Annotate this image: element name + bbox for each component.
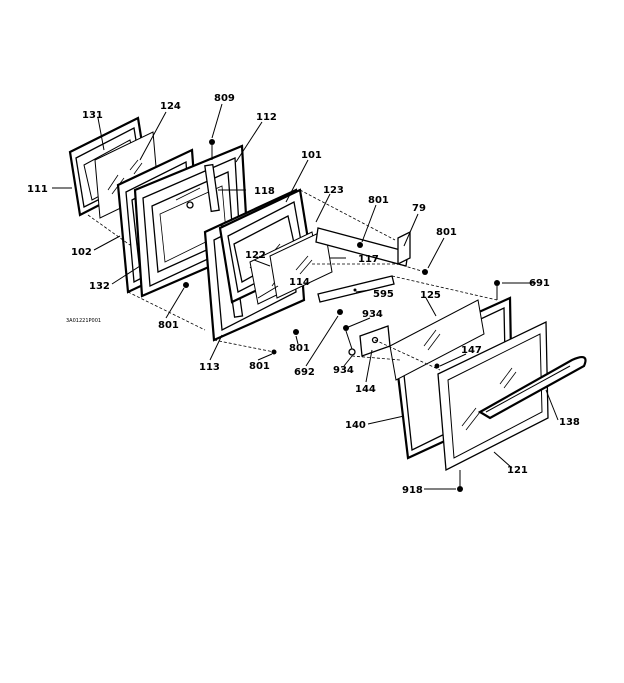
callout-122: 122 bbox=[245, 250, 266, 261]
callout-labels: 131 124 809 112 111 118 101 123 801 79 8… bbox=[27, 93, 580, 496]
callout-101: 101 bbox=[301, 150, 322, 161]
callout-138: 138 bbox=[559, 417, 580, 428]
callout-125: 125 bbox=[420, 290, 441, 301]
callout-131: 131 bbox=[82, 110, 103, 121]
part-595-strip bbox=[317, 275, 395, 303]
leader-lines bbox=[52, 103, 559, 490]
callout-595: 595 bbox=[373, 289, 394, 300]
callout-934-a: 934 bbox=[362, 309, 383, 320]
part-101-door-liner bbox=[218, 188, 314, 304]
drawing-id: 3A01221P001 bbox=[66, 318, 101, 324]
part-123-glass-panel bbox=[269, 229, 333, 299]
alignment-lines bbox=[87, 189, 498, 371]
callout-113: 113 bbox=[199, 362, 220, 373]
callout-691: 691 bbox=[529, 278, 550, 289]
callout-117: 117 bbox=[358, 254, 379, 265]
part-118-bracket bbox=[204, 163, 220, 213]
callout-801-a: 801 bbox=[368, 195, 389, 206]
callout-692: 692 bbox=[294, 367, 315, 378]
part-125-glass-panel bbox=[389, 299, 485, 381]
part-801-screws bbox=[183, 242, 428, 355]
callout-121: 121 bbox=[507, 465, 528, 476]
callout-111: 111 bbox=[27, 184, 48, 195]
callout-118: 118 bbox=[254, 186, 275, 197]
callout-801-b: 801 bbox=[436, 227, 457, 238]
callout-132: 132 bbox=[89, 281, 110, 292]
callout-801-e: 801 bbox=[249, 361, 270, 372]
part-138-handle bbox=[477, 356, 587, 420]
callout-123: 123 bbox=[323, 185, 344, 196]
callout-801-d: 801 bbox=[289, 343, 310, 354]
part-121-outer-glass bbox=[437, 320, 549, 472]
callout-79: 79 bbox=[412, 203, 426, 214]
part-screws-right bbox=[434, 280, 500, 492]
callout-934-b: 934 bbox=[333, 365, 354, 376]
callout-809: 809 bbox=[214, 93, 235, 104]
part-809-screw bbox=[209, 139, 215, 160]
callout-144: 144 bbox=[355, 384, 376, 395]
callout-801-c: 801 bbox=[158, 320, 179, 331]
callout-112: 112 bbox=[256, 112, 277, 123]
callout-114: 114 bbox=[289, 277, 310, 288]
callout-147: 147 bbox=[461, 345, 482, 356]
callout-102: 102 bbox=[71, 247, 92, 258]
callout-140: 140 bbox=[345, 420, 366, 431]
callout-124: 124 bbox=[160, 101, 181, 112]
callout-918: 918 bbox=[402, 485, 423, 496]
